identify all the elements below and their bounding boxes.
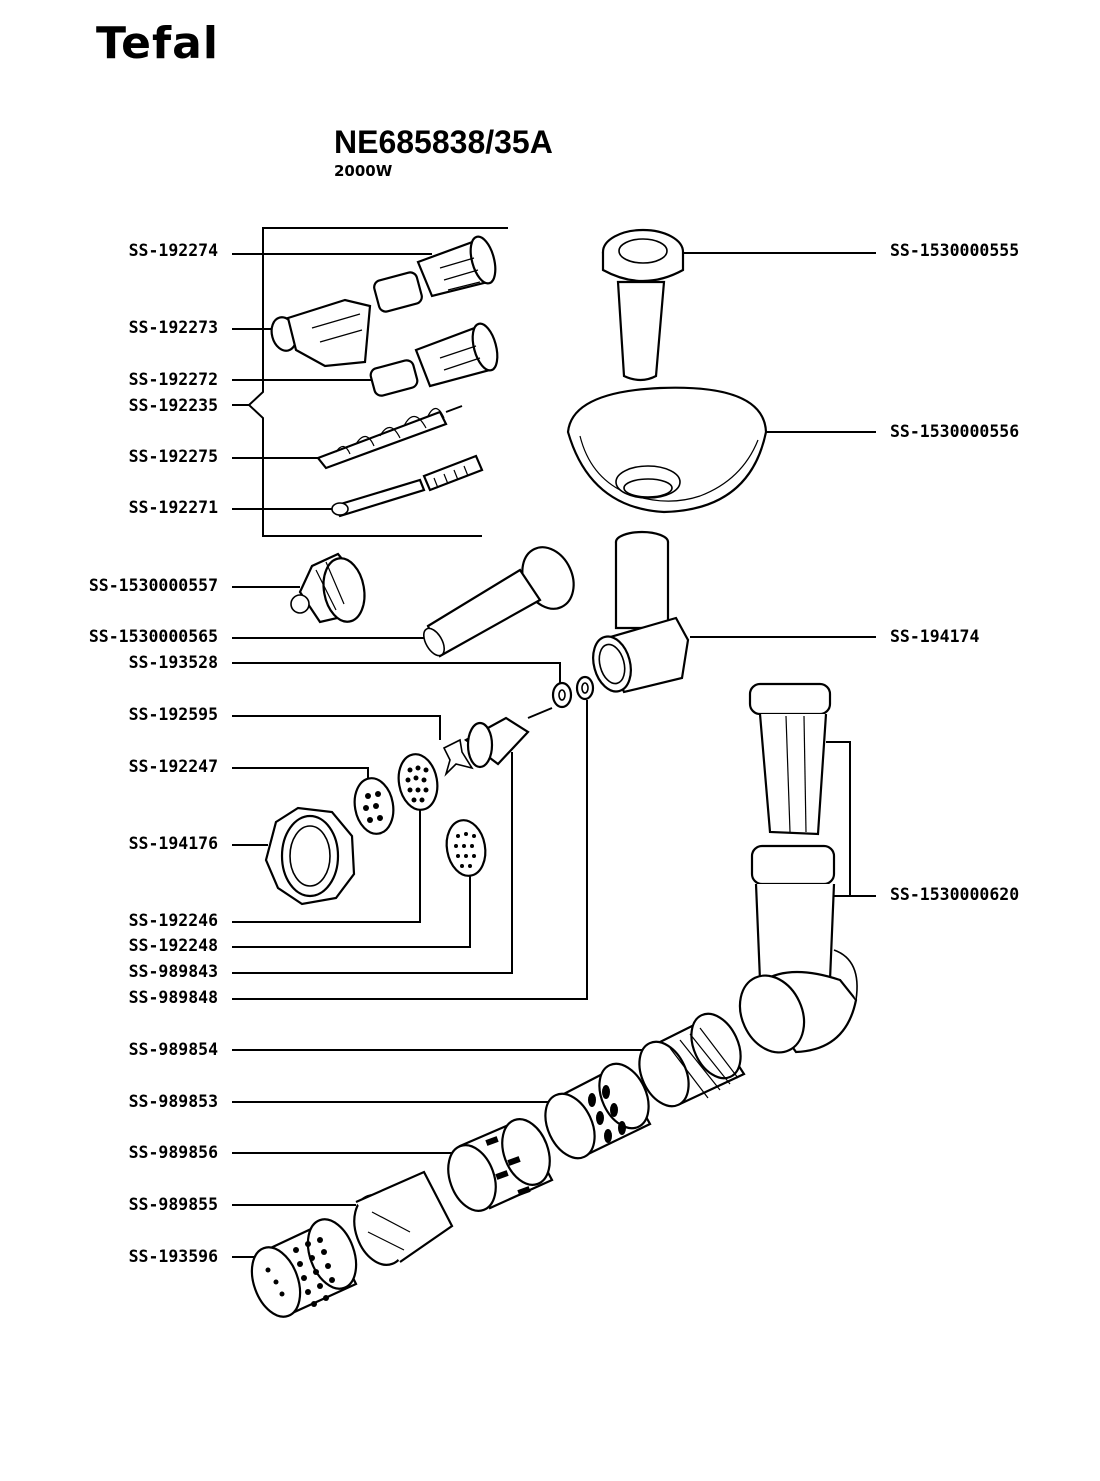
label-ss-192272: SS-192272 <box>129 370 218 389</box>
model-number: NE685838/35A <box>334 124 553 160</box>
label-ss-192246: SS-192246 <box>129 911 218 930</box>
label-ss-192235: SS-192235 <box>129 396 218 415</box>
slicing-cone <box>353 1170 454 1266</box>
label-ss-192274: SS-192274 <box>129 241 218 260</box>
sausage-nozzle <box>422 546 575 658</box>
brand-logo: Tefal <box>96 18 219 69</box>
power-rating: 2000W <box>334 162 393 180</box>
label-ss-192273: SS-192273 <box>129 318 218 337</box>
label-ss-989855: SS-989855 <box>129 1195 218 1214</box>
label-ss-1530000556: SS-1530000556 <box>890 422 1019 441</box>
grating-drum-fine <box>638 1012 746 1108</box>
juicer-strainer-fine <box>373 235 497 313</box>
label-ss-1530000565: SS-1530000565 <box>89 627 218 646</box>
label-ss-193528: SS-193528 <box>129 653 218 672</box>
slicing-drum <box>447 1118 554 1212</box>
slicer-chute-pusher <box>748 682 832 836</box>
label-ss-192271: SS-192271 <box>129 498 218 517</box>
mincer-screw <box>463 707 553 769</box>
label-ss-194176: SS-194176 <box>129 834 218 853</box>
label-ss-1530000555: SS-1530000555 <box>890 241 1019 260</box>
mincing-plate-fine <box>353 777 395 835</box>
label-ss-989843: SS-989843 <box>129 962 218 981</box>
ring-nut <box>264 806 356 906</box>
label-ss-192247: SS-192247 <box>129 757 218 776</box>
label-ss-989854: SS-989854 <box>129 1040 218 1059</box>
food-pusher <box>601 228 685 382</box>
mincer-body <box>592 530 690 694</box>
label-ss-989848: SS-989848 <box>129 988 218 1007</box>
label-ss-989853: SS-989853 <box>129 1092 218 1111</box>
perforated-drum <box>250 1218 358 1318</box>
juicer-spout <box>270 298 372 368</box>
kebbe-cone <box>290 552 366 624</box>
slicer-body <box>738 844 858 1054</box>
label-ss-193596: SS-193596 <box>129 1247 218 1266</box>
leader-lines-left <box>232 253 645 1258</box>
label-ss-1530000620: SS-1530000620 <box>890 885 1019 904</box>
juicer-strainer-coarse <box>369 322 499 397</box>
label-ss-192595: SS-192595 <box>129 705 218 724</box>
ring <box>575 675 595 701</box>
label-ss-194174: SS-194174 <box>890 627 979 646</box>
cleaning-brush <box>331 454 484 518</box>
grating-drum-coarse <box>544 1062 652 1160</box>
mincing-plate-coarse <box>445 819 487 877</box>
label-ss-192275: SS-192275 <box>129 447 218 466</box>
label-ss-192248: SS-192248 <box>129 936 218 955</box>
juicer-kit-bracket <box>232 227 508 537</box>
label-ss-989856: SS-989856 <box>129 1143 218 1162</box>
food-tray <box>566 386 768 514</box>
label-ss-1530000557: SS-1530000557 <box>89 576 218 595</box>
cutting-blade <box>442 738 474 777</box>
leader-lines-right <box>680 252 876 897</box>
juicer-screw <box>316 405 463 470</box>
washer <box>551 681 573 709</box>
mincing-plate-medium <box>397 753 439 811</box>
